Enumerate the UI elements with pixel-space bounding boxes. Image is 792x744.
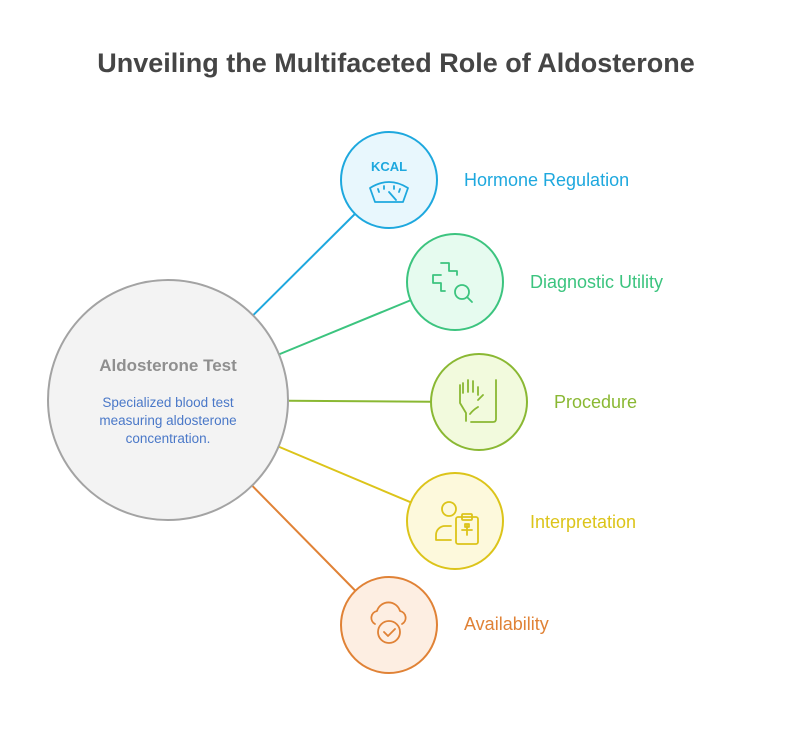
node-circle: [340, 576, 438, 674]
connector-line: [251, 484, 357, 592]
node-label-interpretation: Interpretation: [530, 512, 637, 532]
page-title: Unveiling the Multifaceted Role of Aldos…: [97, 48, 695, 78]
node-label-procedure: Procedure: [554, 392, 638, 412]
hand-blood-test-icon: [459, 379, 497, 423]
svg-text:KCAL: KCAL: [371, 159, 407, 174]
kcal-scale-icon: KCAL: [369, 159, 409, 203]
node-circle: [406, 233, 504, 331]
node-label-availability: Availability: [464, 614, 549, 634]
node-circle: [340, 131, 438, 229]
medical-search-icon: [432, 262, 473, 303]
node-label-diagnostic-utility: Diagnostic Utility: [530, 272, 664, 292]
center-title: Aldosterone Test: [99, 356, 237, 375]
node-circle: [406, 472, 504, 570]
doctor-clipboard-icon: [435, 501, 479, 545]
center-description: Specialized blood test measuring aldoste…: [99, 395, 237, 446]
connector-line: [278, 445, 412, 504]
center-circle: [47, 279, 289, 521]
connector-line: [287, 399, 432, 403]
connector-line: [252, 213, 356, 317]
cloud-check-icon: [370, 601, 407, 644]
node-label-hormone-regulation: Hormone Regulation: [464, 170, 630, 190]
node-circle: [430, 353, 528, 451]
connector-line: [278, 299, 411, 356]
